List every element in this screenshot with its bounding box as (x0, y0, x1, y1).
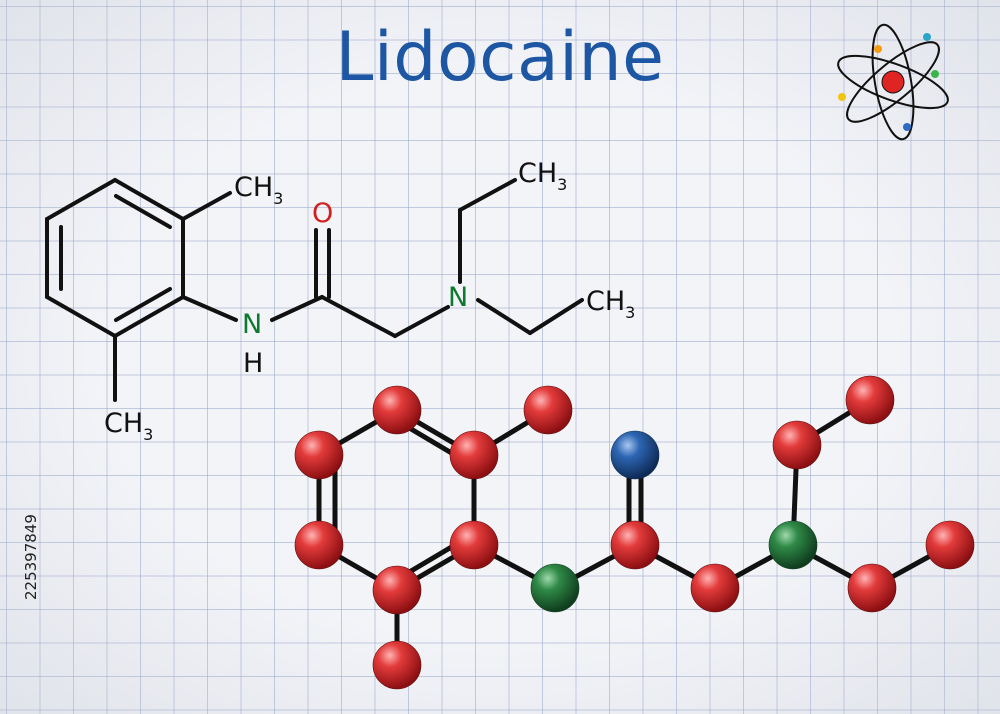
amide-hydrogen-label: H (243, 348, 263, 379)
carbon-atom (690, 563, 740, 613)
page-title: Lidocaine (335, 18, 665, 97)
carbon-atom (610, 520, 660, 570)
nitrogen-atom (768, 520, 818, 570)
amide-nitrogen-label: N (242, 309, 262, 340)
model-atoms (294, 375, 975, 690)
carbon-atom (372, 565, 422, 615)
methyl-top-label: CH3 (234, 172, 283, 208)
carbon-atom (294, 520, 344, 570)
formula-bonds (45, 178, 584, 402)
ethyl-top-label: CH3 (518, 158, 567, 194)
carbon-atom (372, 385, 422, 435)
carbon-atom (845, 375, 895, 425)
carbonyl-oxygen-label: O (312, 198, 333, 229)
nitrogen-atom (530, 563, 580, 613)
carbon-atom (294, 430, 344, 480)
carbon-atom (449, 430, 499, 480)
carbon-atom (523, 385, 573, 435)
carbon-atom (449, 520, 499, 570)
carbon-atom (847, 563, 897, 613)
carbon-atom (772, 420, 822, 470)
amine-nitrogen-label: N (448, 282, 468, 313)
oxygen-atom (610, 430, 660, 480)
carbon-atom (925, 520, 975, 570)
ethyl-right-label: CH3 (586, 286, 635, 322)
methyl-bottom-label: CH3 (104, 408, 153, 444)
carbon-atom (372, 640, 422, 690)
